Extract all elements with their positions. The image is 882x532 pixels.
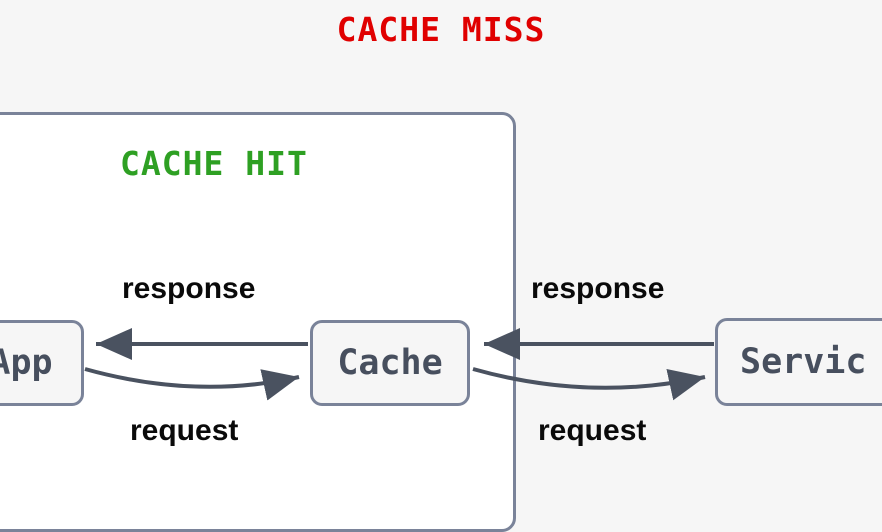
edge-label-cache-to-app: response (122, 272, 256, 305)
edge-label-cache-to-service: request (538, 414, 647, 447)
node-cache[interactable]: Cache (310, 320, 470, 406)
node-service[interactable]: Servic (715, 318, 882, 406)
node-cache-label: Cache (337, 343, 443, 383)
diagram-canvas: CACHE MISS CACHE HIT (0, 10, 882, 532)
cache-hit-title: CACHE HIT (120, 144, 308, 183)
edge-label-service-to-cache: response (531, 272, 665, 305)
node-service-label: Servic (740, 342, 867, 382)
node-app-label: App (0, 343, 53, 383)
cache-miss-title: CACHE MISS (336, 10, 546, 49)
node-app[interactable]: App (0, 320, 84, 406)
edge-label-app-to-cache: request (130, 414, 239, 447)
